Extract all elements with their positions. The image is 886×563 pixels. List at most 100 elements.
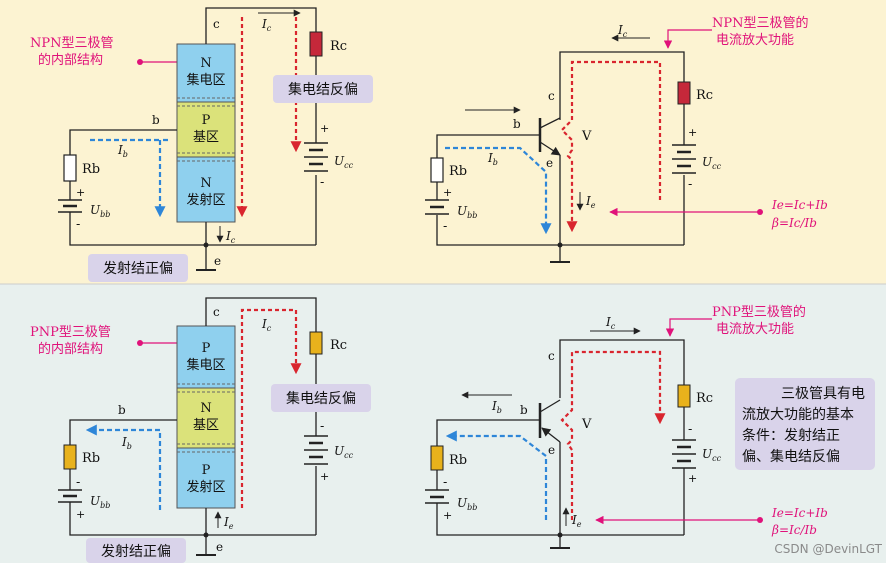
pnp-amp-ubb-label: Ubb <box>457 496 477 512</box>
svg-text:-: - <box>688 422 692 436</box>
npn-reverse-bias-box <box>273 75 373 103</box>
svg-text:+: + <box>320 470 329 483</box>
pnp-reverse-bias-label: 集电结反偏 <box>286 390 356 407</box>
pnp-amp-terminal-b: b <box>520 403 528 417</box>
npn-ic-label: Ic <box>261 17 272 33</box>
pnp-amp-formula1: Ie=Ic+Ib <box>771 506 828 520</box>
svg-text:-: - <box>76 217 80 231</box>
pnp-amp-rc-resistor <box>677 384 691 408</box>
pnp-amp-ucc-label: Ucc <box>702 447 722 463</box>
pnp-amp-title-line2: 电流放大功能 <box>716 322 794 337</box>
npn-amp-title-line2: 电流放大功能 <box>716 33 794 48</box>
pnp-title-line1: PNP型三极管 <box>30 325 111 340</box>
pnp-amp-note-line1: 三极管具有电 <box>781 386 865 402</box>
svg-text:+: + <box>76 186 85 199</box>
npn-amp-ucc-label: Ucc <box>702 155 722 171</box>
svg-text:-: - <box>443 475 447 489</box>
top-panel-bg <box>0 0 886 284</box>
npn-structure: NPN型三极管 的内部结构 N 集电区 P 基区 N 发射区 Rc <box>30 7 373 282</box>
pnp-emitter-region <box>176 447 236 509</box>
npn-amp-formula2: β=Ic/Ib <box>771 216 817 230</box>
npn-base-type: P <box>202 113 211 128</box>
pnp-collector-name: 集电区 <box>186 357 225 373</box>
pnp-ubb-label: Ubb <box>90 494 110 510</box>
npn-reverse-bias-label: 集电结反偏 <box>288 81 358 98</box>
pnp-amp-terminal-c: c <box>548 349 555 363</box>
npn-base-name: 基区 <box>193 130 219 145</box>
pnp-base-name: 基区 <box>193 418 219 433</box>
pnp-ie-label: Ie <box>223 515 234 531</box>
pnp-collector-type: P <box>202 341 211 356</box>
npn-ib-label: Ib <box>117 143 128 159</box>
npn-terminal-b: b <box>152 113 160 127</box>
pnp-ib-label: Ib <box>121 435 132 451</box>
pnp-collector-region <box>176 325 236 389</box>
pnp-base-type: N <box>200 401 211 416</box>
npn-amp-ic-label: Ic <box>617 23 628 39</box>
svg-text:+: + <box>688 126 697 139</box>
svg-text:-: - <box>320 175 324 189</box>
npn-terminal-e: e <box>214 254 221 268</box>
pnp-amp-rb-label: Rb <box>449 453 467 468</box>
npn-ie-label: Ic <box>225 229 236 245</box>
npn-amplification: NPN型三极管的 电流放大功能 V Rc + - Ucc Rb <box>425 15 828 263</box>
npn-amp-terminal-b: b <box>513 117 521 131</box>
pnp-emitter-name: 发射区 <box>186 479 225 495</box>
npn-amp-formula1: Ie=Ic+Ib <box>771 198 828 212</box>
svg-text:-: - <box>443 219 447 233</box>
npn-collector-region <box>176 43 236 103</box>
pnp-emitter-type: P <box>202 463 211 478</box>
npn-rc-resistor <box>309 31 323 57</box>
npn-title-line2: 的内部结构 <box>38 52 103 68</box>
pnp-terminal-c: c <box>213 305 220 319</box>
npn-amp-rb-resistor <box>430 157 444 183</box>
pnp-amp-rb-resistor <box>430 445 444 471</box>
npn-amp-rc-resistor <box>677 81 691 105</box>
pnp-rc-resistor <box>309 331 323 355</box>
svg-text:+: + <box>688 472 697 485</box>
pnp-reverse-bias-box <box>271 384 371 412</box>
pnp-rb-label: Rb <box>82 451 100 466</box>
npn-amp-terminal-c: c <box>548 89 555 103</box>
npn-rc-label: Rc <box>330 39 347 54</box>
pnp-amplification: PNP型三极管的 电流放大功能 V Rc - + Ucc Rb - + Ubb <box>425 304 875 549</box>
npn-amp-ib-label: Ib <box>487 151 498 167</box>
svg-text:+: + <box>76 508 85 521</box>
npn-amp-ubb-label: Ubb <box>457 204 477 220</box>
npn-amp-rc-label: Rc <box>696 88 713 103</box>
npn-amp-rb-label: Rb <box>449 164 467 179</box>
pnp-amp-note-line3: 条件：发射结正 <box>742 427 840 444</box>
npn-rb-resistor <box>63 154 77 182</box>
svg-text:+: + <box>443 186 452 199</box>
pnp-ucc-label: Ucc <box>334 444 354 460</box>
npn-amp-ie-label: Ie <box>585 194 596 210</box>
npn-collector-name: 集电区 <box>186 72 225 88</box>
pnp-amp-note-line4: 偏、集电结反偏 <box>742 448 840 465</box>
pnp-amp-formula2: β=Ic/Ib <box>771 523 817 537</box>
npn-forward-bias-label: 发射结正偏 <box>103 261 173 277</box>
npn-emitter-type: N <box>200 176 211 191</box>
pnp-terminal-b: b <box>118 403 126 417</box>
pnp-amp-ie-label: Ie <box>571 513 582 529</box>
svg-text:-: - <box>688 177 692 191</box>
pnp-amp-label-v: V <box>581 417 592 432</box>
pnp-ic-label: Ic <box>261 317 272 333</box>
pnp-forward-bias-label: 发射结正偏 <box>101 544 171 560</box>
npn-forward-bias-box <box>88 254 188 282</box>
npn-ucc-label: Ucc <box>334 154 354 170</box>
svg-text:-: - <box>76 475 80 489</box>
pnp-title-line2: 的内部结构 <box>38 341 103 357</box>
npn-terminal-c: c <box>213 17 220 31</box>
pnp-amp-ib-label: Ib <box>491 399 502 415</box>
npn-ubb-label: Ubb <box>90 203 110 219</box>
npn-amp-title-line1: NPN型三极管的 <box>712 15 809 31</box>
pnp-rb-resistor <box>63 444 77 470</box>
pnp-amp-title-line1: PNP型三极管的 <box>712 304 806 320</box>
npn-collector-type: N <box>200 56 211 71</box>
npn-rb-label: Rb <box>82 162 100 177</box>
pnp-rc-label: Rc <box>330 338 347 353</box>
svg-text:+: + <box>320 122 329 135</box>
svg-text:+: + <box>443 509 452 522</box>
